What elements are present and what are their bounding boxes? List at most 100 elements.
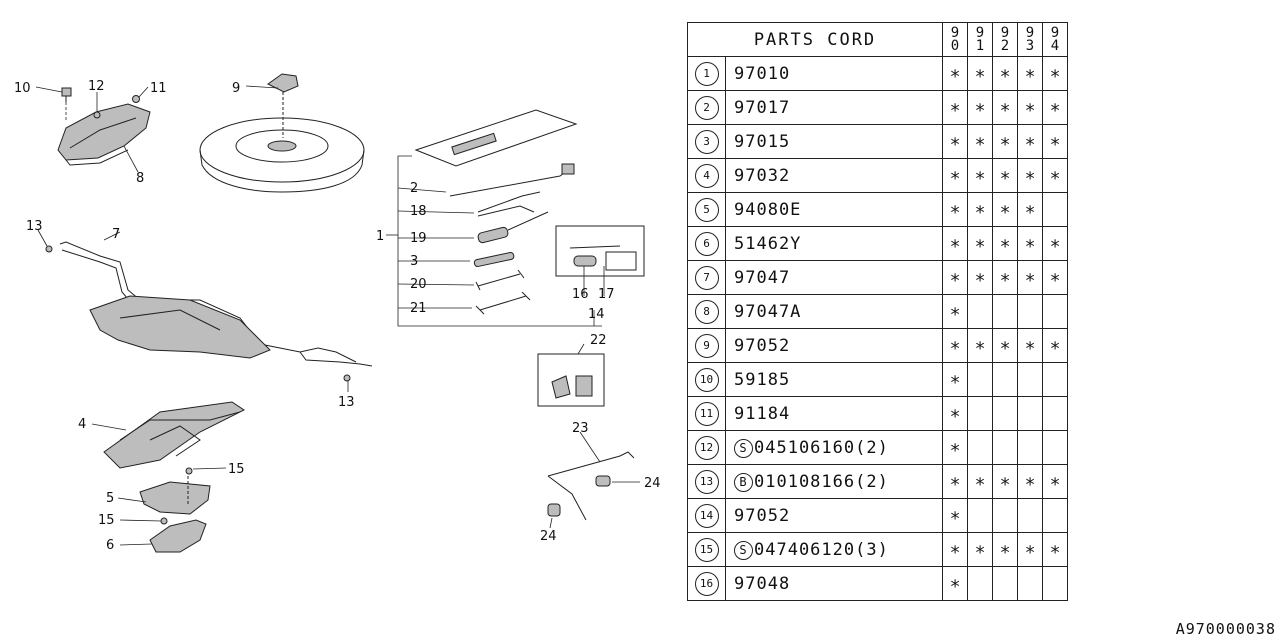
year-mark-cell bbox=[1017, 396, 1043, 431]
part-24-clip-right bbox=[595, 475, 611, 487]
part-21-spanner bbox=[475, 291, 531, 315]
ref-number-circle: 16 bbox=[694, 571, 719, 596]
year-mark-cell bbox=[992, 430, 1018, 465]
applicability-mark: ∗ bbox=[949, 199, 961, 220]
part-code-cell: 97047A bbox=[725, 294, 943, 329]
year-mark-cell bbox=[1042, 192, 1068, 227]
part-code: 97032 bbox=[734, 165, 791, 186]
year-mark-cell bbox=[992, 294, 1018, 329]
year-mark-cell: ∗ bbox=[1042, 90, 1068, 125]
part-code: 97017 bbox=[734, 97, 791, 118]
year-mark-cell: ∗ bbox=[992, 260, 1018, 295]
callout-1: 1 bbox=[376, 229, 384, 244]
callout-15-lower: 15 bbox=[98, 513, 115, 528]
year-mark-cell: ∗ bbox=[1017, 328, 1043, 363]
ref-number-circle: 3 bbox=[694, 129, 719, 154]
callout-16: 16 bbox=[572, 287, 589, 302]
ref-number-circle: 11 bbox=[694, 401, 719, 426]
part-prefix-badge: B bbox=[734, 472, 753, 492]
part-8-bracket bbox=[57, 103, 151, 166]
spare-tire bbox=[199, 117, 365, 193]
applicability-mark: ∗ bbox=[1024, 267, 1036, 288]
applicability-mark: ∗ bbox=[974, 335, 986, 356]
year-mark-cell bbox=[967, 396, 993, 431]
applicability-mark: ∗ bbox=[949, 63, 961, 84]
part-code: 97010 bbox=[734, 63, 791, 84]
part-14-kit-case bbox=[555, 225, 645, 277]
part-code: 59185 bbox=[734, 369, 791, 390]
year-mark-cell bbox=[992, 396, 1018, 431]
ref-number-cell: 4 bbox=[687, 158, 726, 193]
callout-2: 2 bbox=[410, 181, 418, 196]
part-code: 97047 bbox=[734, 267, 791, 288]
part-7-crossmember bbox=[59, 241, 373, 367]
callout-5: 5 bbox=[106, 491, 114, 506]
part-15-bolt-upper bbox=[185, 467, 193, 475]
part-code-cell: 97010 bbox=[725, 56, 943, 91]
year-mark-cell: ∗ bbox=[942, 90, 968, 125]
year-mark-cell: ∗ bbox=[992, 90, 1018, 125]
applicability-mark: ∗ bbox=[1024, 471, 1036, 492]
year-mark-cell: ∗ bbox=[942, 158, 968, 193]
part-9-clamp bbox=[267, 73, 299, 138]
part-3-wrench bbox=[473, 251, 515, 268]
applicability-mark: ∗ bbox=[974, 267, 986, 288]
ref-number-circle: 10 bbox=[694, 367, 719, 392]
year-mark-cell: ∗ bbox=[967, 532, 993, 567]
year-mark-cell: ∗ bbox=[967, 260, 993, 295]
ref-number-circle: 2 bbox=[694, 95, 719, 120]
part-code-cell: 97052 bbox=[725, 498, 943, 533]
ref-number-circle: 7 bbox=[694, 265, 719, 290]
part-code: 91184 bbox=[734, 403, 791, 424]
applicability-mark: ∗ bbox=[999, 97, 1011, 118]
year-mark-cell: ∗ bbox=[967, 226, 993, 261]
year-mark-cell bbox=[1042, 498, 1068, 533]
callout-14: 14 bbox=[588, 307, 605, 322]
ref-number-circle: 9 bbox=[694, 333, 719, 358]
ref-number-circle: 14 bbox=[694, 503, 719, 528]
year-mark-cell: ∗ bbox=[942, 260, 968, 295]
year-mark-cell: ∗ bbox=[1017, 464, 1043, 499]
applicability-mark: ∗ bbox=[1049, 165, 1061, 186]
year-mark-cell bbox=[992, 566, 1018, 601]
part-20-spanner bbox=[475, 269, 525, 291]
ref-number-cell: 8 bbox=[687, 294, 726, 329]
year-mark-cell bbox=[1017, 498, 1043, 533]
applicability-mark: ∗ bbox=[1049, 471, 1061, 492]
year-mark-cell bbox=[1017, 362, 1043, 397]
ref-number-circle: 5 bbox=[694, 197, 719, 222]
year-mark-cell bbox=[1042, 362, 1068, 397]
part-code-cell: 59185 bbox=[725, 362, 943, 397]
part-code-cell: 97048 bbox=[725, 566, 943, 601]
year-mark-cell bbox=[1042, 430, 1068, 465]
ref-number-circle: 12 bbox=[694, 435, 719, 460]
applicability-mark: ∗ bbox=[999, 267, 1011, 288]
year-mark-cell: ∗ bbox=[992, 56, 1018, 91]
ref-number-cell: 1 bbox=[687, 56, 726, 91]
callout-23: 23 bbox=[572, 421, 589, 436]
year-mark-cell: ∗ bbox=[942, 566, 968, 601]
part-code-cell: 97047 bbox=[725, 260, 943, 295]
year-mark-cell: ∗ bbox=[1017, 56, 1043, 91]
applicability-mark: ∗ bbox=[949, 369, 961, 390]
callout-24-left: 24 bbox=[540, 529, 557, 544]
applicability-mark: ∗ bbox=[1024, 335, 1036, 356]
callout-21: 21 bbox=[410, 301, 427, 316]
part-13-bolt-lower bbox=[343, 374, 351, 382]
callout-12: 12 bbox=[88, 79, 105, 94]
part-24-clip-left bbox=[547, 503, 561, 517]
callout-9: 9 bbox=[232, 81, 240, 96]
year-mark-cell bbox=[992, 498, 1018, 533]
callout-20: 20 bbox=[410, 277, 427, 292]
year-mark-cell: ∗ bbox=[942, 294, 968, 329]
year-mark-cell bbox=[967, 294, 993, 329]
year-mark-cell: ∗ bbox=[1042, 124, 1068, 159]
part-code: 045106160(2) bbox=[754, 437, 889, 458]
applicability-mark: ∗ bbox=[999, 199, 1011, 220]
part-code: 97048 bbox=[734, 573, 791, 594]
